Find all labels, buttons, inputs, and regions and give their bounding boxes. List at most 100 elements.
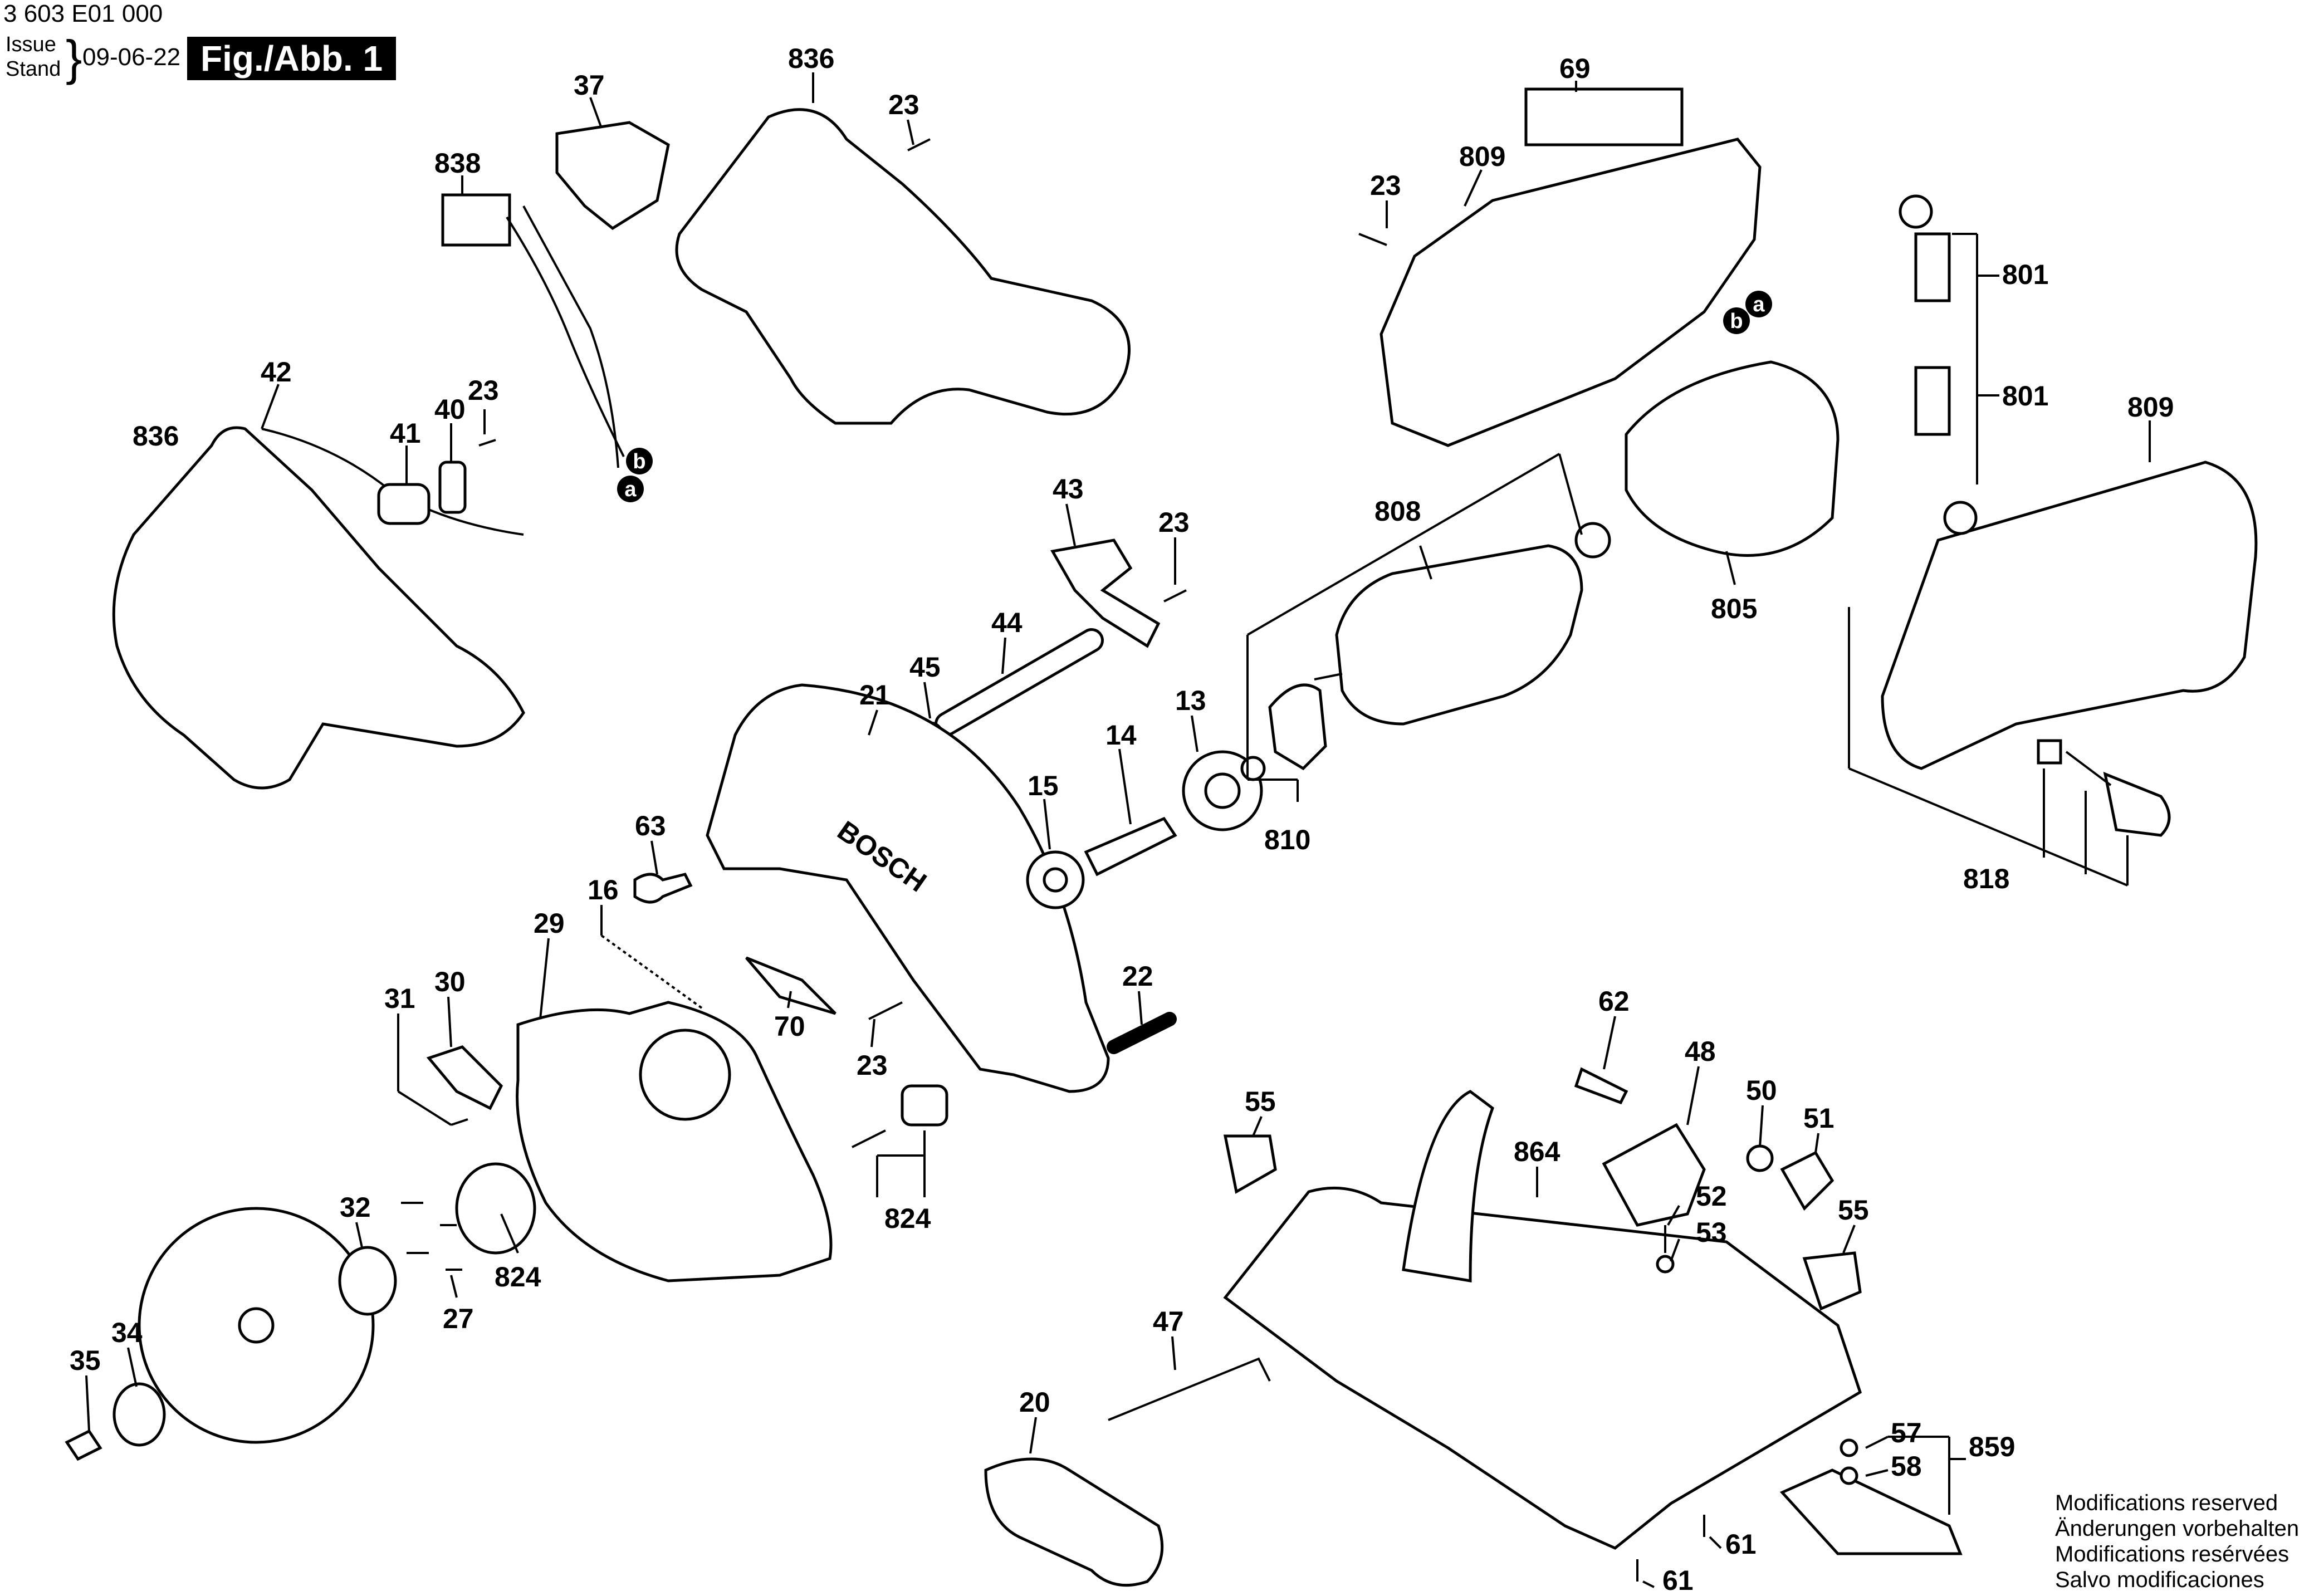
rip-fence-clamp-859 (1779, 1468, 1963, 1555)
leader-55a (1252, 1116, 1263, 1137)
leader-30 (447, 996, 452, 1047)
label-818: 818 (1963, 863, 2009, 894)
leader-34 (127, 1347, 138, 1387)
leader-50 (1759, 1105, 1764, 1148)
connector-b-left-text: b (633, 450, 645, 473)
washer-58 (1840, 1466, 1858, 1485)
connector-a-right-text: a (1753, 293, 1765, 316)
bearing-plate-810 (1268, 683, 1327, 771)
label-48: 48 (1685, 1036, 1716, 1067)
strain-relief-41 (377, 483, 431, 525)
blade-guard-21 (706, 683, 1110, 1093)
label-58: 58 (1891, 1451, 1922, 1482)
part-number: 3 603 E01 000 (3, 0, 163, 27)
flange-34 (112, 1382, 166, 1447)
label-836-top: 836 (788, 43, 834, 74)
label-52: 52 (1696, 1181, 1727, 1212)
label-864: 864 (1514, 1136, 1560, 1167)
label-35: 35 (70, 1345, 101, 1376)
field-coil-805 (1625, 360, 1840, 557)
issue-stand-labels: Issue Stand (6, 32, 61, 81)
label-44: 44 (991, 607, 1023, 638)
spindle-lock-818 (2103, 771, 2171, 837)
label-69: 69 (1559, 53, 1591, 84)
depth-bracket-48 (1602, 1123, 1706, 1227)
label-32: 32 (340, 1192, 371, 1223)
screw-23-a (907, 138, 931, 151)
label-23-e: 23 (857, 1050, 888, 1081)
label-15: 15 (1028, 770, 1059, 801)
leader-70 (787, 991, 792, 1008)
lower-guard-hub (639, 1029, 731, 1121)
brush-holder-801-b (1914, 366, 1951, 436)
screw-23-e (868, 1001, 903, 1020)
label-801-a: 801 (2002, 259, 2048, 290)
label-859: 859 (1969, 1431, 2015, 1462)
part-labels: 37 836 23 69 838 23 809 801 801 809 42 8… (70, 43, 2174, 1596)
leader-52 (1667, 1205, 1680, 1226)
leader-27 (450, 1275, 458, 1298)
leader-48 (1686, 1066, 1700, 1125)
label-810: 810 (1264, 824, 1310, 855)
modifications-line-3: Modifications resérvées (2055, 1542, 2290, 1566)
label-21: 21 (859, 679, 891, 711)
washer-50 (1746, 1144, 1774, 1172)
label-40: 40 (434, 394, 466, 425)
leader-22 (1138, 991, 1143, 1025)
modifications-line-1: Modifications reserved (2055, 1491, 2278, 1515)
label-55-a: 55 (1245, 1086, 1276, 1117)
label-53: 53 (1696, 1217, 1727, 1248)
label-70 (745, 956, 836, 1015)
label-61-b: 61 (1662, 1565, 1694, 1596)
pin-22 (1107, 1012, 1177, 1054)
leader-824b (500, 1213, 519, 1254)
bevel-arc (1402, 1090, 1494, 1282)
label-55-b: 55 (1838, 1194, 1869, 1226)
label-838: 838 (434, 148, 481, 179)
armature-shaft (1314, 673, 1343, 680)
label-37: 37 (574, 70, 605, 101)
brush-spring-2 (1943, 501, 1978, 535)
label-63: 63 (635, 810, 666, 841)
leader-45 (923, 682, 931, 719)
leader-42 (261, 384, 280, 429)
gear-bearing (1240, 756, 1266, 781)
label-20: 20 (1019, 1387, 1050, 1418)
label-45: 45 (909, 652, 941, 683)
leader-61b (1642, 1580, 1655, 1588)
connector-a-left (617, 476, 644, 502)
leader-29 (539, 938, 550, 1020)
armature-bearing (1574, 522, 1611, 559)
label-14: 14 (1105, 719, 1137, 751)
leader-61a (1709, 1536, 1722, 1549)
screw-63 (633, 873, 693, 904)
label-16: 16 (588, 874, 619, 905)
leader-55b (1842, 1225, 1856, 1254)
motor-housing-809-top (1379, 138, 1762, 447)
leader-21 (868, 709, 878, 736)
lower-guard-29 (516, 1001, 833, 1282)
leader-44 (1001, 637, 1006, 674)
spindle-lock-pad (2037, 739, 2062, 765)
connector-838 (441, 193, 511, 247)
gear-13-hub (1204, 772, 1241, 809)
spindle-14 (1084, 816, 1177, 877)
label-805: 805 (1711, 593, 1757, 624)
label-34: 34 (111, 1317, 143, 1348)
label-30: 30 (434, 966, 466, 997)
label-824-b: 824 (495, 1261, 541, 1293)
label-47: 47 (1153, 1306, 1184, 1337)
figure-label: Fig./Abb. 1 (187, 37, 397, 80)
handle-half-836-main (112, 426, 525, 790)
lever-30 (426, 1045, 503, 1110)
leader-20 (1029, 1417, 1037, 1454)
leader-808-m (1419, 545, 1432, 580)
screw-824 (852, 1129, 886, 1148)
screw-62 (1574, 1067, 1628, 1105)
label-23-d: 23 (1158, 507, 1190, 538)
leader-805 (1725, 551, 1736, 585)
spring-16 (600, 934, 703, 1009)
lever-43 (1050, 538, 1161, 648)
modifications-notice: Modifications reserved Änderungen vorbeh… (2055, 1490, 2299, 1593)
